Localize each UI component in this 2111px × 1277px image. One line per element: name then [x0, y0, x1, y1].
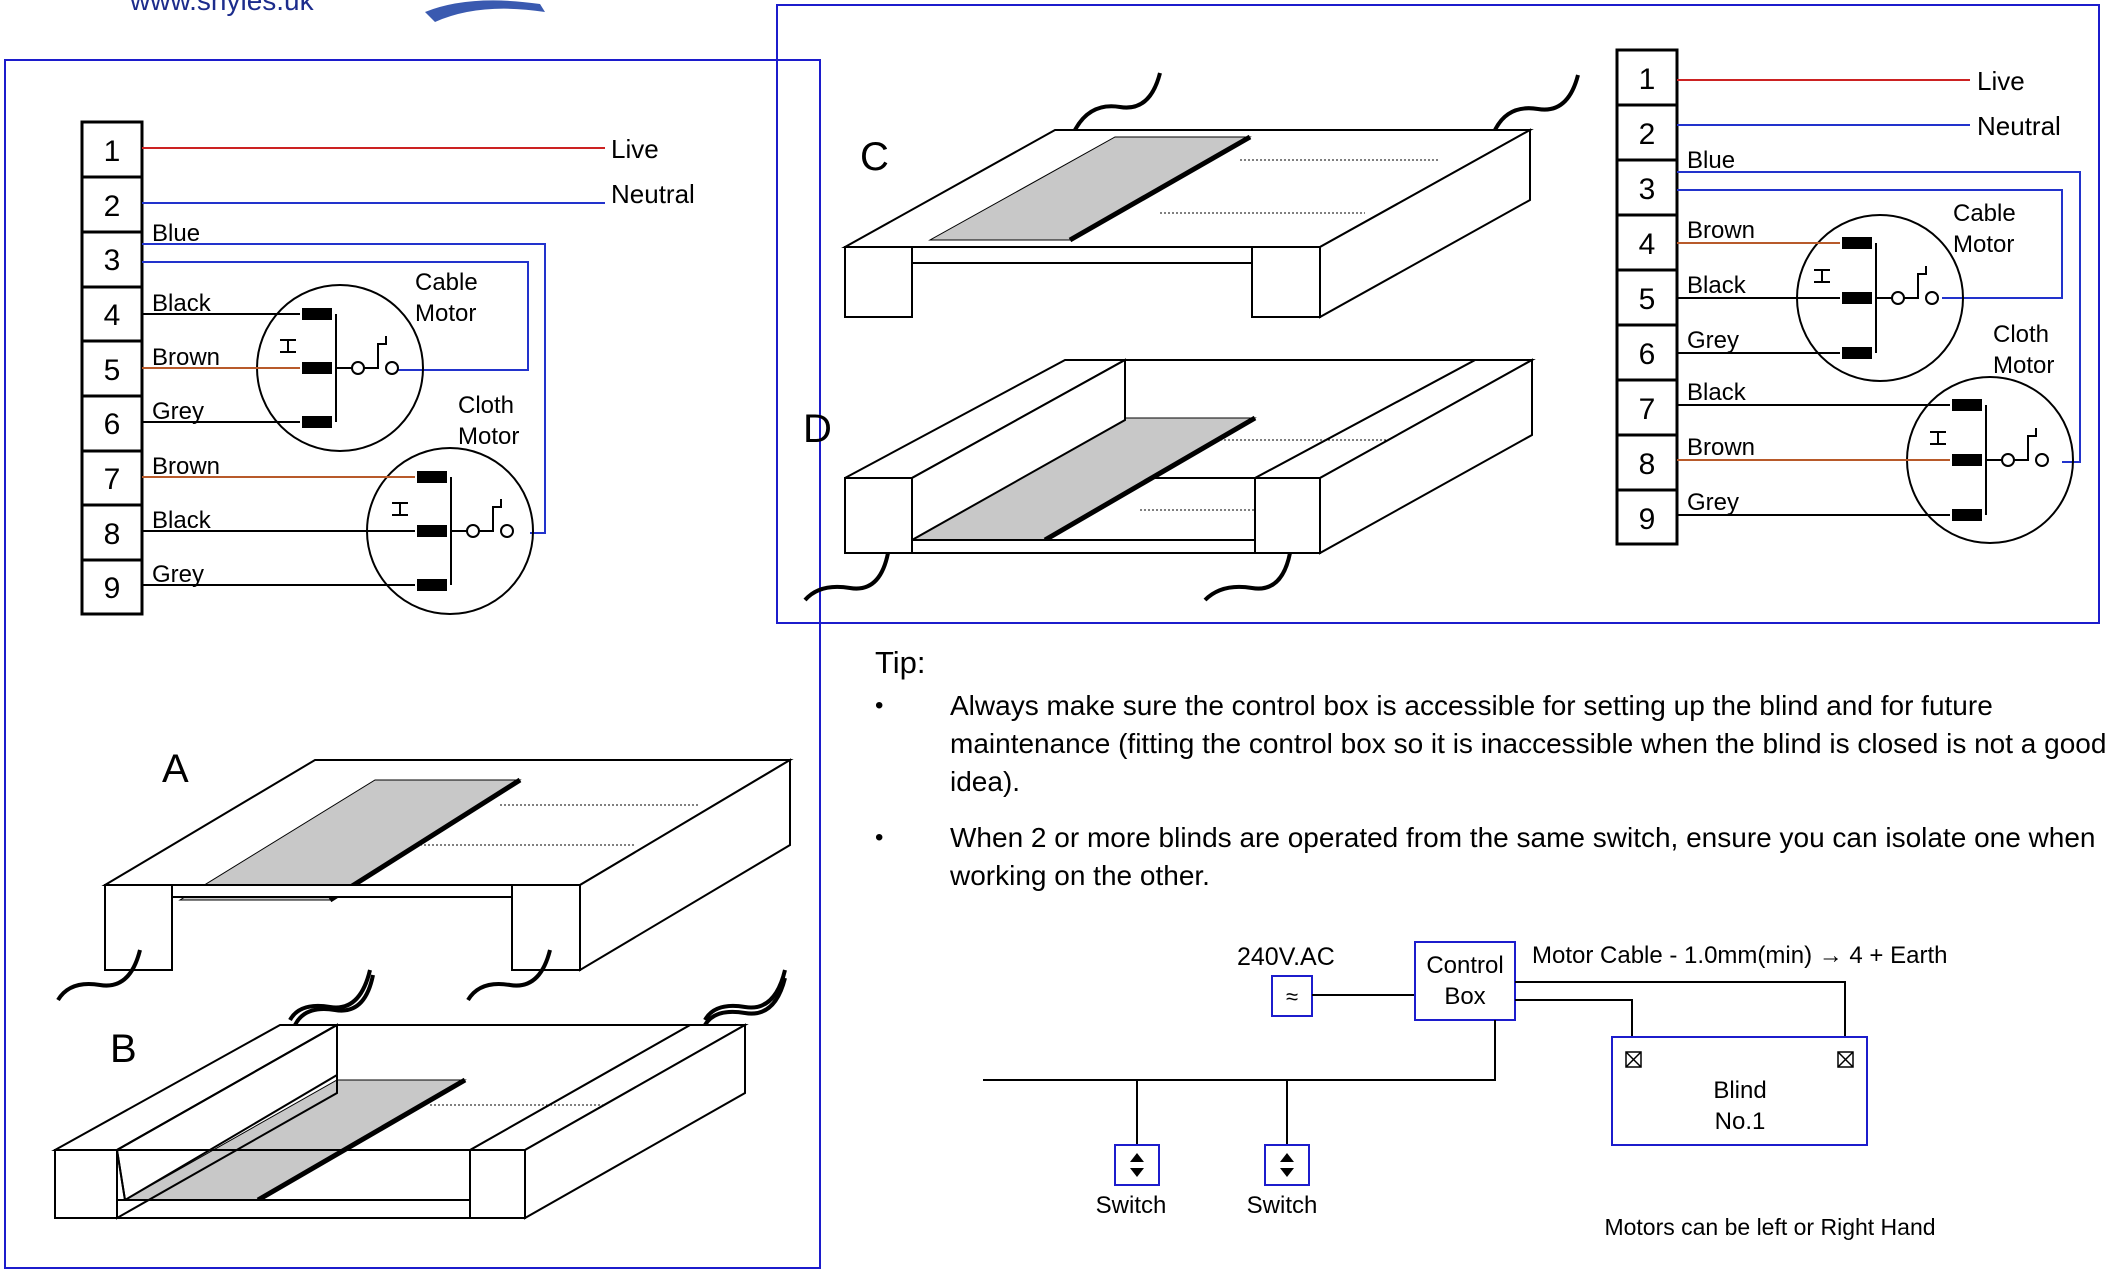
svg-text:Motor: Motor — [415, 300, 476, 327]
blue-wire — [142, 243, 546, 534]
wire-blue-label: Blue — [152, 220, 200, 247]
wiring-schematic: 240V.AC ≈ Control Box Motor Cable - 1.0m… — [983, 941, 1947, 1240]
svg-text:Brown: Brown — [1687, 217, 1755, 244]
terminal-8: 8 — [104, 518, 121, 551]
wire-7-label: Brown — [152, 453, 220, 480]
svg-text:Grey: Grey — [1687, 489, 1739, 516]
terminal-2: 2 — [104, 190, 121, 223]
tip-item: When 2 or more blinds are operated from … — [875, 819, 2111, 895]
neutral-label: Neutral — [611, 179, 695, 209]
switch-2-icon — [1280, 1153, 1294, 1162]
wire-9-label: Grey — [152, 561, 204, 588]
tip-section: Tip: Always make sure the control box is… — [875, 645, 2111, 913]
motors-note: Motors can be left or Right Hand — [1604, 1214, 1935, 1240]
tip-heading: Tip: — [875, 645, 926, 680]
live-label: Live — [611, 134, 659, 164]
switch-1-box — [1114, 1144, 1160, 1186]
cable-label: Motor Cable - 1.0mm(min) → 4 + Earth — [1532, 942, 1947, 969]
left-panel-frame — [4, 59, 821, 1269]
terminal-6: 6 — [104, 408, 121, 441]
wire-8-label: Black — [152, 507, 212, 534]
right-wiring-diagram: 1 2 3 4 5 6 7 8 9 Live Neutral Blue Brow… — [1615, 48, 2081, 546]
supply-label: 240V.AC — [1237, 943, 1335, 971]
terminal-r2: 2 — [1639, 118, 1656, 151]
svg-text:Black: Black — [1687, 272, 1747, 299]
logo-swoosh-icon — [425, 0, 545, 22]
terminal-r9: 9 — [1639, 503, 1656, 536]
blind-label-a: A — [162, 747, 189, 791]
terminal-r3: 3 — [1639, 173, 1656, 206]
wire-blue-label-right: Blue — [1687, 147, 1735, 174]
wire-5-label: Brown — [152, 344, 220, 371]
svg-text:Motor: Motor — [458, 423, 519, 450]
svg-text:Switch: Switch — [1096, 1192, 1167, 1219]
ac-supply-icon: ≈ — [1286, 984, 1298, 1009]
svg-text:Box: Box — [1444, 983, 1485, 1010]
blind-label-d: D — [803, 407, 832, 451]
terminal-r6: 6 — [1639, 338, 1656, 371]
terminal-4: 4 — [104, 299, 121, 332]
svg-text:Grey: Grey — [1687, 327, 1739, 354]
blind-c: C — [841, 72, 1580, 319]
blind-label-b: B — [110, 1027, 137, 1071]
terminal-block — [80, 120, 144, 616]
live-label-right: Live — [1977, 66, 2025, 96]
blind-d: D — [803, 358, 1536, 602]
terminal-r4: 4 — [1639, 228, 1656, 261]
control-box — [1414, 941, 1516, 1021]
svg-text:Cloth: Cloth — [1993, 321, 2049, 348]
terminal-r5: 5 — [1639, 283, 1656, 316]
tip-list: Always make sure the control box is acce… — [875, 687, 2111, 895]
svg-text:Blind: Blind — [1713, 1077, 1766, 1104]
switch-2-box — [1264, 1144, 1310, 1186]
terminal-7: 7 — [104, 463, 121, 496]
terminal-r8: 8 — [1639, 448, 1656, 481]
svg-text:Brown: Brown — [1687, 434, 1755, 461]
terminal-9: 9 — [104, 572, 121, 605]
blind-a: A — [56, 747, 794, 1022]
svg-text:Motor: Motor — [1953, 231, 2014, 258]
svg-text:Control: Control — [1426, 952, 1503, 979]
left-wiring-diagram: 1 2 3 4 5 6 7 8 9 Live Neutral Blue Bla — [80, 120, 695, 616]
cloth-motor-label: Cloth — [458, 392, 514, 419]
wire-6-label: Grey — [152, 398, 204, 425]
terminal-3: 3 — [104, 244, 121, 277]
tip-item: Always make sure the control box is acce… — [875, 687, 2111, 801]
blind-label-c: C — [860, 135, 889, 179]
terminal-r1: 1 — [1639, 63, 1656, 96]
neutral-label-right: Neutral — [1977, 111, 2061, 141]
svg-text:Cable: Cable — [1953, 200, 2016, 227]
header-url: www.shyles.uk — [129, 0, 315, 16]
terminal-1: 1 — [104, 135, 121, 168]
blind-no1-box — [1611, 1036, 1868, 1146]
svg-text:No.1: No.1 — [1715, 1108, 1766, 1135]
terminal-5: 5 — [104, 354, 121, 387]
switch-1-icon — [1130, 1153, 1144, 1162]
right-panel-frame — [776, 4, 2100, 624]
wire-4-label: Black — [152, 290, 212, 317]
svg-text:Black: Black — [1687, 379, 1747, 406]
terminal-r7: 7 — [1639, 393, 1656, 426]
blind-b: B — [51, 974, 787, 1220]
cable-motor-label: Cable — [415, 269, 478, 296]
svg-text:Motor: Motor — [1993, 352, 2054, 379]
svg-text:Switch: Switch — [1247, 1192, 1318, 1219]
